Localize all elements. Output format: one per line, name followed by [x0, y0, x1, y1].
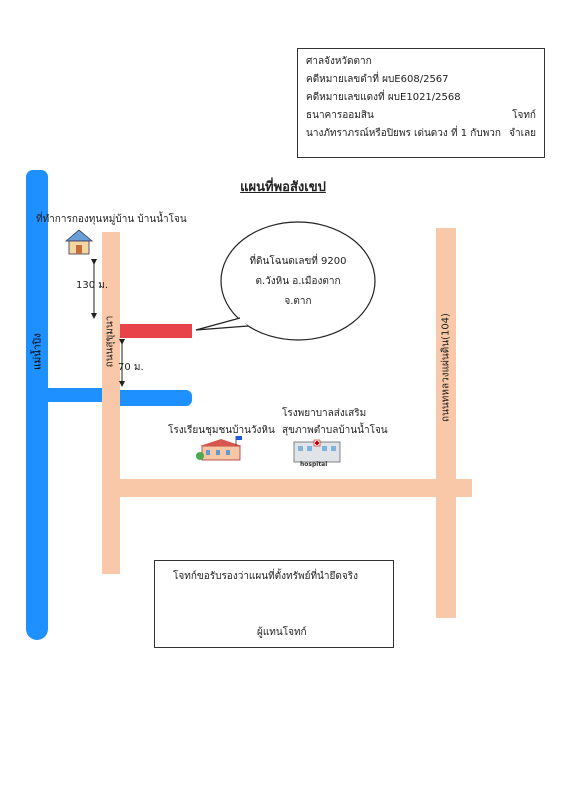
plaintiff-row: ธนาคารออมสิน โจทก์ [306, 107, 536, 125]
certification-box: โจทก์ขอรับรองว่าแผนที่ตั้งทรัพย์ที่นำยึด… [154, 560, 394, 648]
defendant-name: นางภัทราภรณ์หรือปิยพร เด่นดวง ที่ 1 กับพ… [306, 128, 501, 139]
signer-label: ผู้แทนโจทก์ [257, 627, 307, 638]
callout-line3: จ.ตาก [284, 296, 312, 307]
certification-text: โจทก์ขอรับรองว่าแผนที่ตั้งทรัพย์ที่นำยึด… [173, 571, 358, 582]
red-case-number: คดีหมายเลขแดงที่ ผบE1021/2568 [306, 92, 461, 103]
callout-line2: ต.วังหิน อ.เมืองตาก [255, 276, 341, 287]
river-branch [26, 388, 112, 402]
defendant-row: นางภัทราภรณ์หรือปิยพร เด่นดวง ที่ 1 กับพ… [306, 125, 536, 143]
black-case-number: คดีหมายเลขดำที่ ผบE608/2567 [306, 74, 449, 85]
river-branch-east [120, 390, 192, 406]
school-label: โรงเรียนชุมชนบ้านวังหิน [168, 425, 275, 436]
defendant-role: จำเลย [509, 128, 536, 139]
distance-south: 70 ม. [118, 362, 144, 373]
school-icon [196, 436, 244, 464]
map-title: แผนที่พอสังเขป [240, 180, 326, 195]
plaintiff-role: โจทก์ [512, 110, 536, 121]
callout-text: ที่ดินโฉนดเลขที่ 9200 ต.วังหิน อ.เมืองตา… [221, 252, 375, 312]
callout-bubble [220, 221, 376, 341]
court-name: ศาลจังหวัดตาก [306, 56, 372, 67]
hospital-icon [290, 438, 344, 470]
distance-north: 130 ม. [76, 280, 109, 291]
land-plot [120, 324, 192, 338]
river-main [26, 170, 48, 640]
hospital-label-line1: โรงพยาบาลส่งเสริม [282, 408, 367, 419]
hospital-sign: hospital [300, 461, 328, 468]
plaintiff-name: ธนาคารออมสิน [306, 110, 374, 121]
hospital-label-line2: สุขภาพตำบลบ้านน้ำโจน [282, 425, 388, 436]
right-road [436, 228, 456, 618]
case-info-box: ศาลจังหวัดตาก คดีหมายเลขดำที่ ผบE608/256… [297, 48, 545, 158]
callout-line1: ที่ดินโฉนดเลขที่ 9200 [249, 256, 347, 267]
callout-pointer [195, 317, 249, 331]
house-icon [64, 228, 94, 256]
village-office-label: ที่ทำการกองทุนหมู่บ้าน บ้านน้ำโจน [36, 214, 187, 225]
horizontal-road [102, 479, 472, 497]
